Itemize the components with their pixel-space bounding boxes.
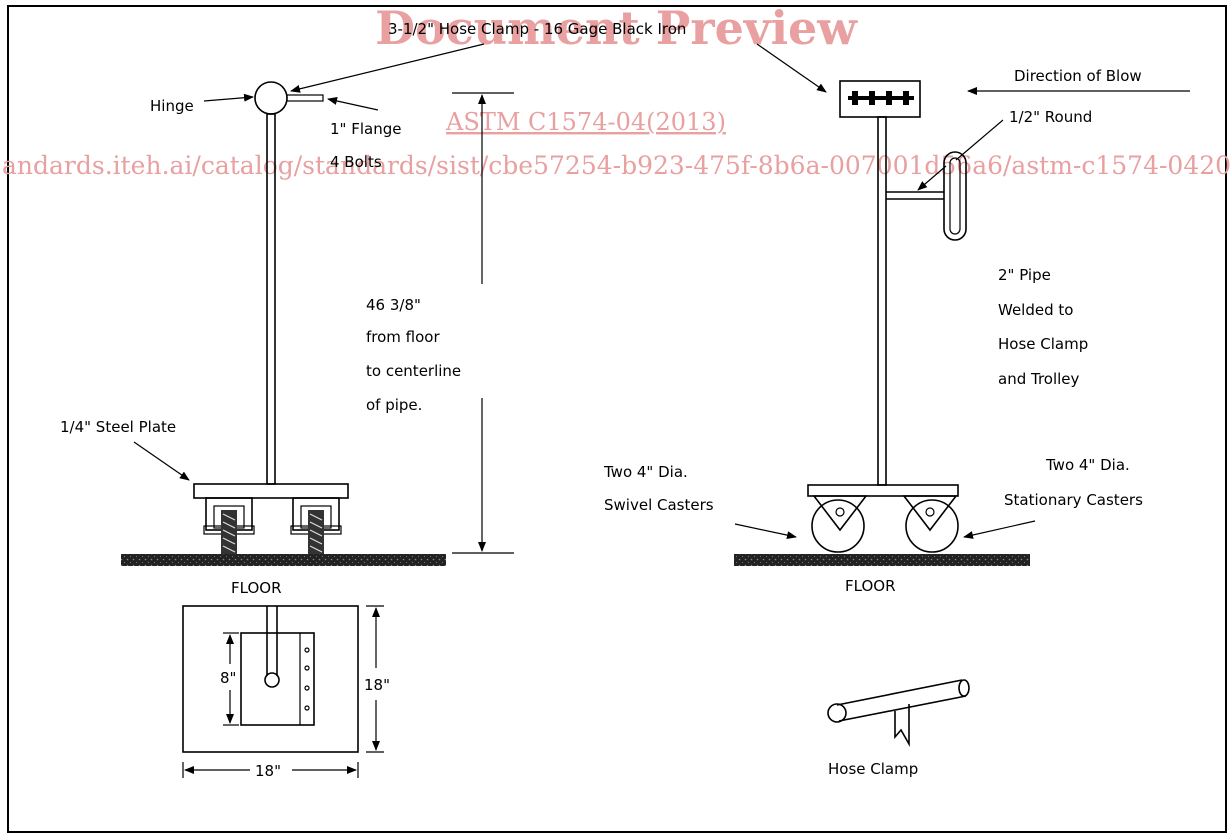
stationary-label-2: Stationary Casters — [1004, 491, 1143, 509]
direction-of-blow-label: Direction of Blow — [1014, 67, 1142, 85]
watermark-title: Document Preview — [375, 1, 858, 55]
trolley-plate — [807, 484, 959, 497]
left-foot-bracket — [203, 497, 255, 554]
right-fixture: Direction of Blow 1/2" Round 2" Pipe Wel… — [603, 67, 1190, 595]
swivel-caster — [811, 495, 868, 553]
plan-pipe-end — [264, 672, 280, 688]
dim-18-vertical-label: 18" — [364, 676, 390, 694]
plan-base-plate — [182, 605, 359, 753]
height-label-4: of pipe. — [366, 396, 422, 414]
floor-right — [734, 554, 1030, 566]
hose-clamp-top-label: 3-1/2" Hose Clamp - 16 Gage Black Iron — [388, 20, 686, 38]
pipe-label-2: Welded to — [998, 301, 1073, 319]
watermark-url: andards.iteh.ai/catalog/standards/sist/c… — [2, 151, 1231, 180]
round-label: 1/2" Round — [1009, 108, 1092, 126]
drawing-frame — [7, 5, 1227, 833]
pipe-label-1: 2" Pipe — [998, 266, 1051, 284]
watermark-standard: ASTM C1574-04(2013) — [445, 108, 726, 136]
hinge-circle — [254, 81, 288, 115]
steel-plate — [193, 483, 349, 499]
swivel-label-1: Two 4" Dia. — [603, 463, 688, 481]
hose-clamp-detail: Hose Clamp — [827, 679, 970, 778]
left-fixture: Hinge 1" Flange 4 Bolts 1/4" Steel Plate… — [60, 81, 514, 597]
flange-bolts-label: 4 Bolts — [330, 153, 382, 171]
stationary-caster — [902, 495, 959, 553]
flange-label: 1" Flange — [330, 120, 401, 138]
steel-plate-label: 1/4" Steel Plate — [60, 418, 176, 436]
height-label-1: 46 3/8" — [366, 296, 421, 314]
height-label-2: from floor — [366, 328, 440, 346]
dim-8-label: 8" — [220, 669, 236, 687]
flange — [286, 94, 324, 102]
plan-view: 8" 18" 18" — [182, 605, 390, 780]
right-foot-bracket — [290, 497, 342, 554]
hose-clamp-bottom-label: Hose Clamp — [828, 760, 918, 778]
hinge-label: Hinge — [150, 97, 194, 115]
floor-left — [121, 554, 446, 566]
swivel-label-2: Swivel Casters — [604, 496, 714, 514]
stationary-label-1: Two 4" Dia. — [1045, 456, 1130, 474]
floor-right-label: FLOOR — [845, 577, 896, 595]
round-handle — [943, 151, 967, 241]
dim-18-horizontal-label: 18" — [255, 762, 281, 780]
height-label-3: to centerline — [366, 362, 461, 380]
floor-left-label: FLOOR — [231, 579, 282, 597]
pipe-label-4: and Trolley — [998, 370, 1080, 388]
pipe-label-3: Hose Clamp — [998, 335, 1088, 353]
